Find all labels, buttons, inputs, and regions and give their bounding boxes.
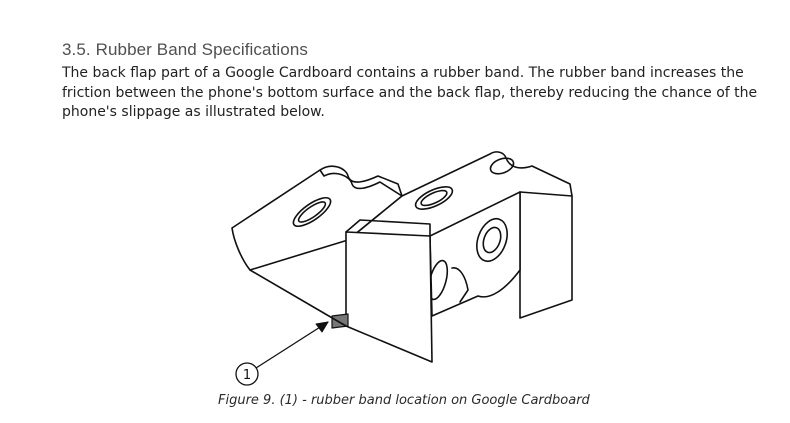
right-side-panel — [519, 191, 573, 319]
top-notch — [489, 157, 515, 175]
section-heading: 3.5. Rubber Band Specifications — [62, 40, 308, 59]
callout-circle — [235, 362, 259, 386]
top-panel-hole — [414, 186, 454, 210]
back-flap-hole — [292, 196, 332, 228]
cardboard-illustration: 1 — [231, 151, 573, 386]
lens-wall — [429, 191, 521, 317]
front-panel — [345, 231, 433, 363]
lens-hole — [476, 217, 508, 263]
callout-arrowhead — [315, 321, 329, 333]
figure-caption: Figure 9. (1) - rubber band location on … — [218, 393, 590, 408]
back-flap-top-edge — [319, 169, 403, 197]
callout-leader-line — [255, 321, 329, 369]
section-paragraph: The back flap part of a Google Cardboard… — [62, 64, 762, 123]
paragraph-line-3: phone's slippage as illustrated below. — [62, 104, 325, 120]
callout-number: 1 — [243, 368, 251, 383]
paragraph-line-1: The back flap part of a Google Cardboard… — [62, 65, 744, 81]
paragraph-line-2: friction between the phone's bottom surf… — [62, 84, 758, 101]
